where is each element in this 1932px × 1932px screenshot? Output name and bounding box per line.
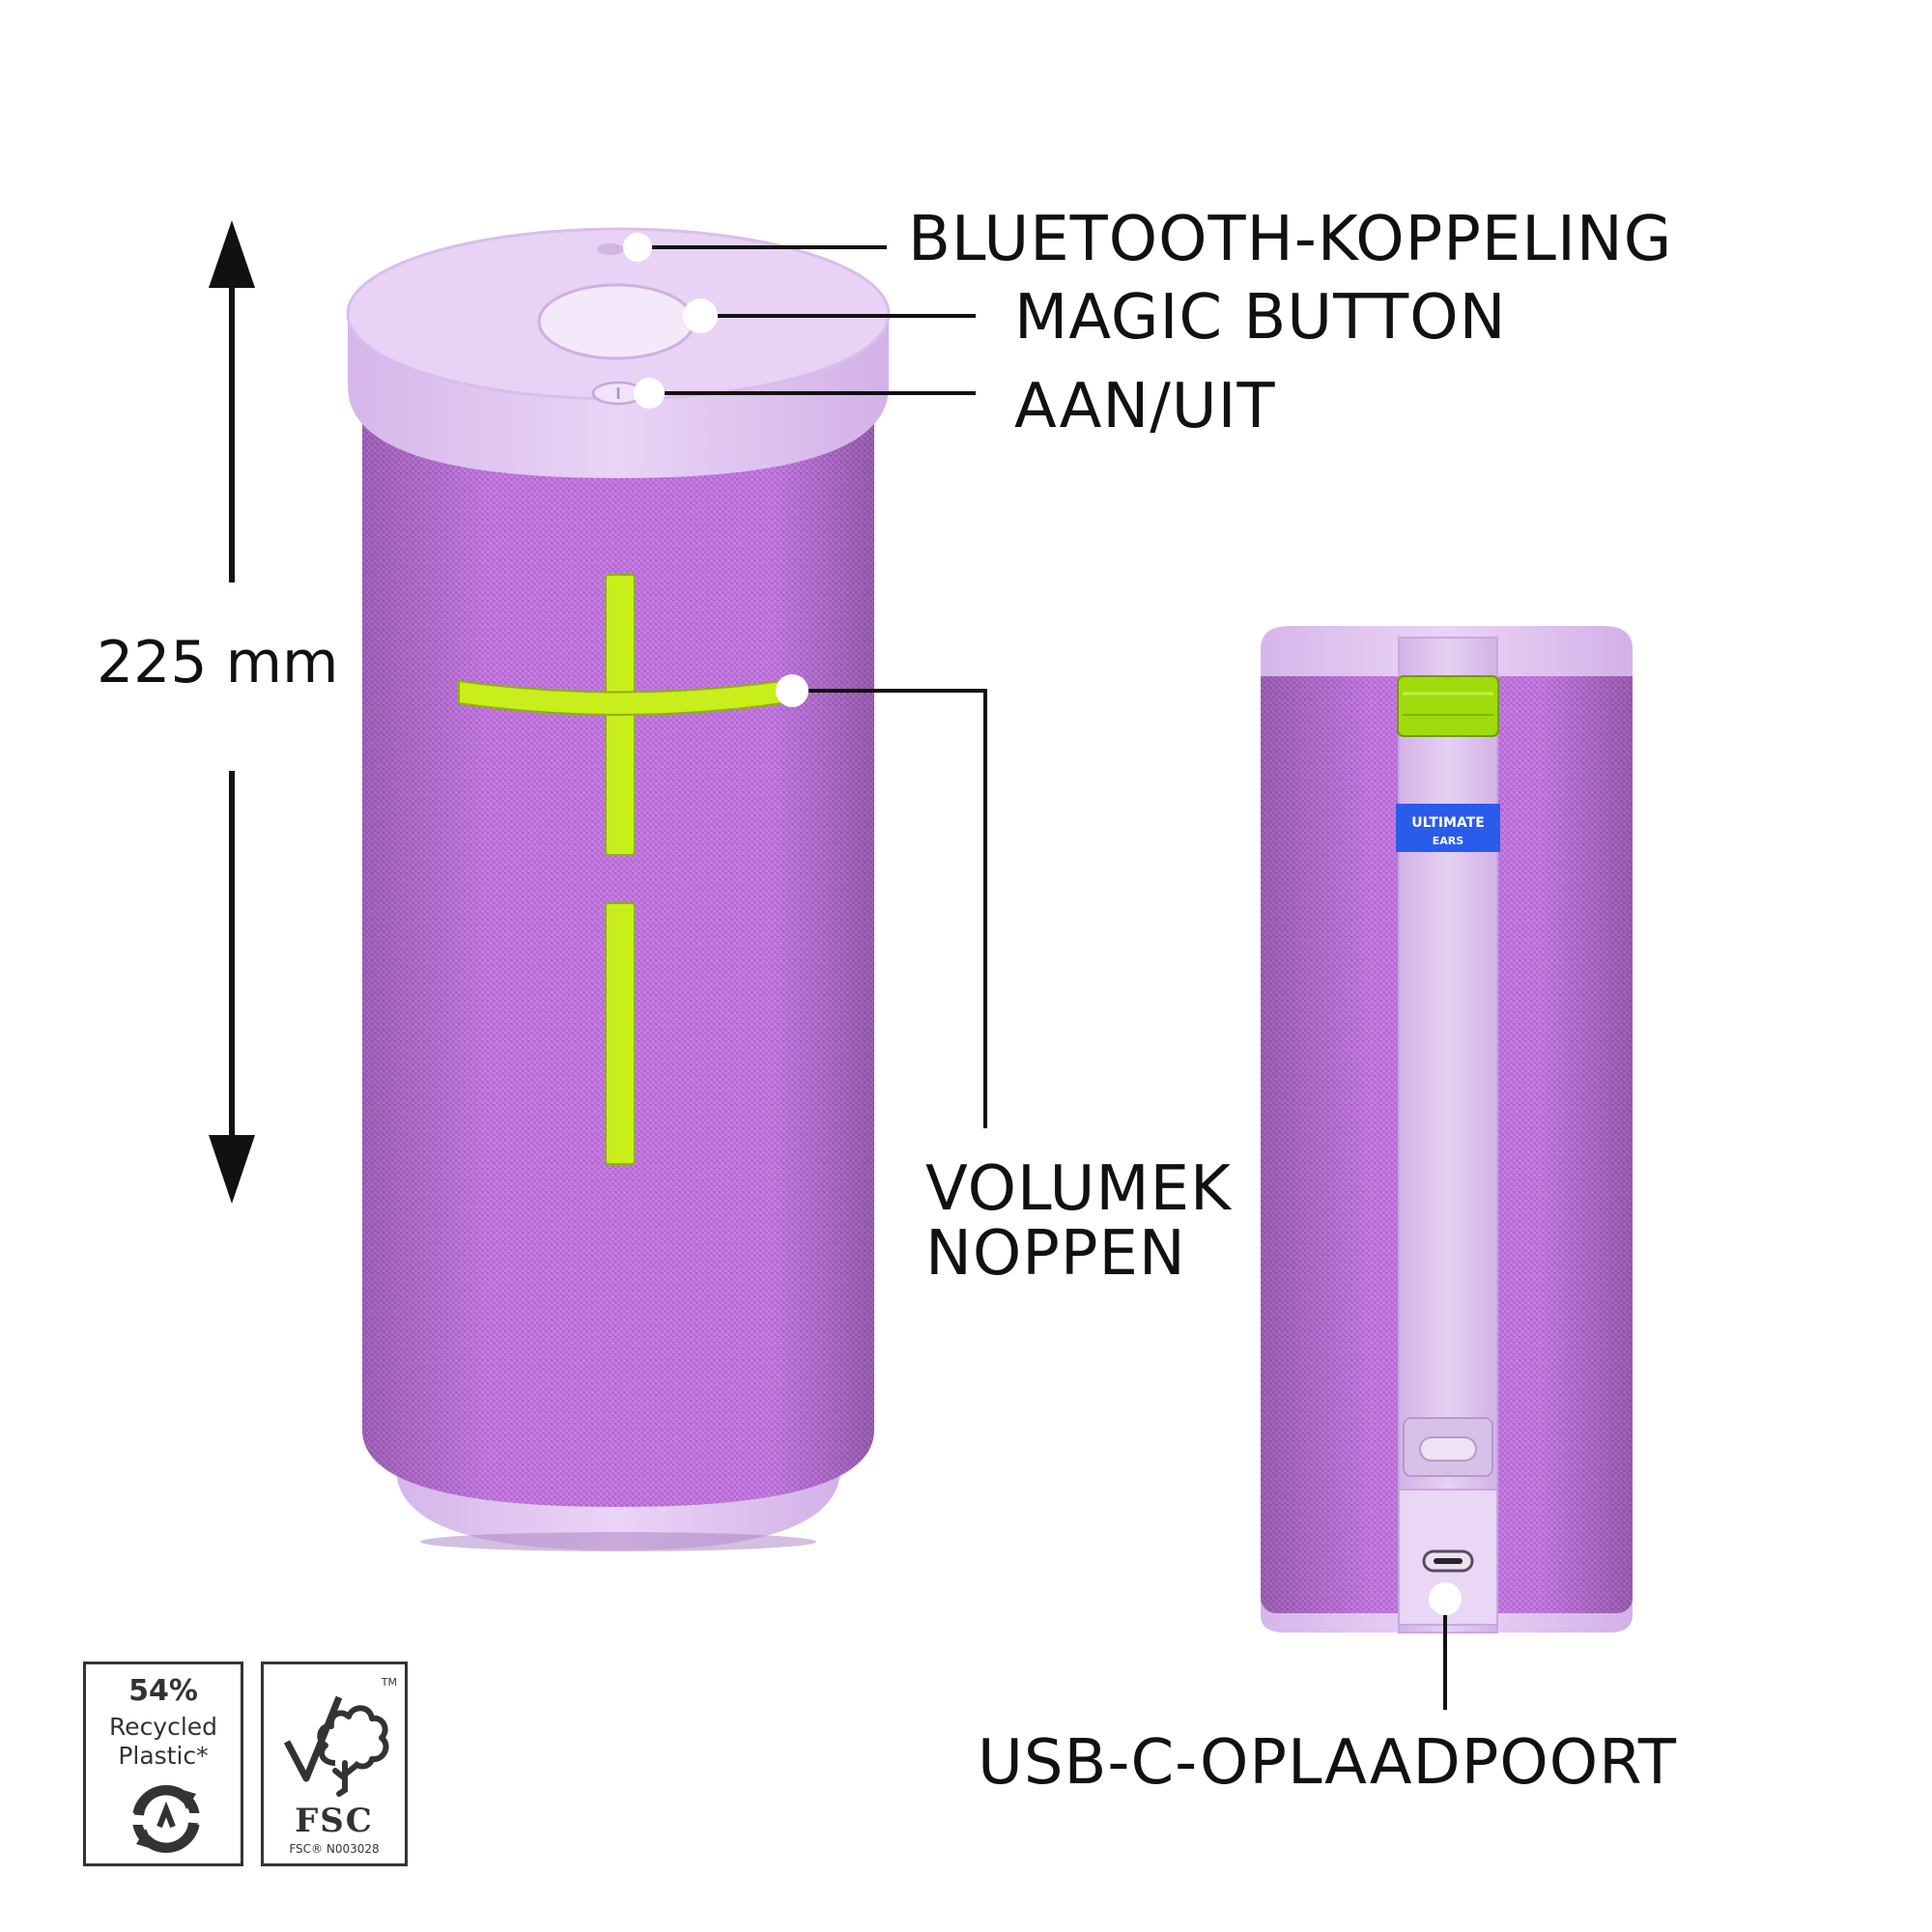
- height-label: 225 mm: [97, 629, 339, 696]
- volume-label-line2: NOPPEN: [925, 1218, 1186, 1291]
- recycle-icon: [132, 1785, 200, 1853]
- recycled-percent: 54%: [128, 1674, 198, 1708]
- dot-magic: [683, 298, 718, 333]
- fsc-badge: TM FSC FSC® N003028: [261, 1662, 408, 1866]
- dot-bluetooth: [623, 233, 652, 262]
- volume-down-icon: [605, 902, 636, 1165]
- magic-button-icon: [537, 283, 696, 360]
- callout-leaders: [638, 245, 1447, 1710]
- fsc-trademark: TM: [381, 1676, 397, 1689]
- strap: [1398, 637, 1498, 1634]
- recycled-line1: Recycled: [108, 1713, 218, 1741]
- dot-usb: [1429, 1582, 1462, 1615]
- strap-loop: [1397, 675, 1499, 737]
- ultimate-ears-logo: [1396, 804, 1500, 852]
- logo-text-line2: EARS: [1433, 835, 1463, 847]
- height-dimension-arrow: [209, 220, 255, 1204]
- speaker-front: [346, 227, 891, 1551]
- recycled-line2: Plastic*: [118, 1742, 209, 1770]
- usb-port-label: USB-C-OPLAADPOORT: [978, 1727, 1677, 1799]
- dot-power: [634, 378, 665, 409]
- speaker-back: [1261, 626, 1633, 1634]
- callout-dots: [623, 233, 1462, 1615]
- magic-button-label: MAGIC BUTTON: [1014, 282, 1507, 354]
- volume-label: VOLUMEK NOPPEN: [925, 1153, 1232, 1291]
- bluetooth-pairing-label: BLUETOOTH-KOPPELING: [908, 204, 1673, 275]
- arrow-up-icon: [209, 220, 255, 288]
- bluetooth-button-icon: [597, 243, 624, 255]
- recycled-plastic-badge: 54% Recycled Plastic*: [83, 1662, 243, 1866]
- dot-volume: [776, 674, 809, 707]
- fsc-license-code: FSC® N003028: [289, 1842, 380, 1856]
- arrow-down-icon: [209, 1135, 255, 1204]
- logo-text-line1: ULTIMATE: [1411, 815, 1485, 831]
- volume-label-line1: VOLUMEK: [925, 1153, 1232, 1225]
- fsc-wordmark: FSC: [295, 1802, 374, 1840]
- strap-button-icon: [1419, 1436, 1477, 1462]
- power-label: AAN/UIT: [1014, 371, 1276, 442]
- fsc-tree-check-icon: [283, 1695, 389, 1797]
